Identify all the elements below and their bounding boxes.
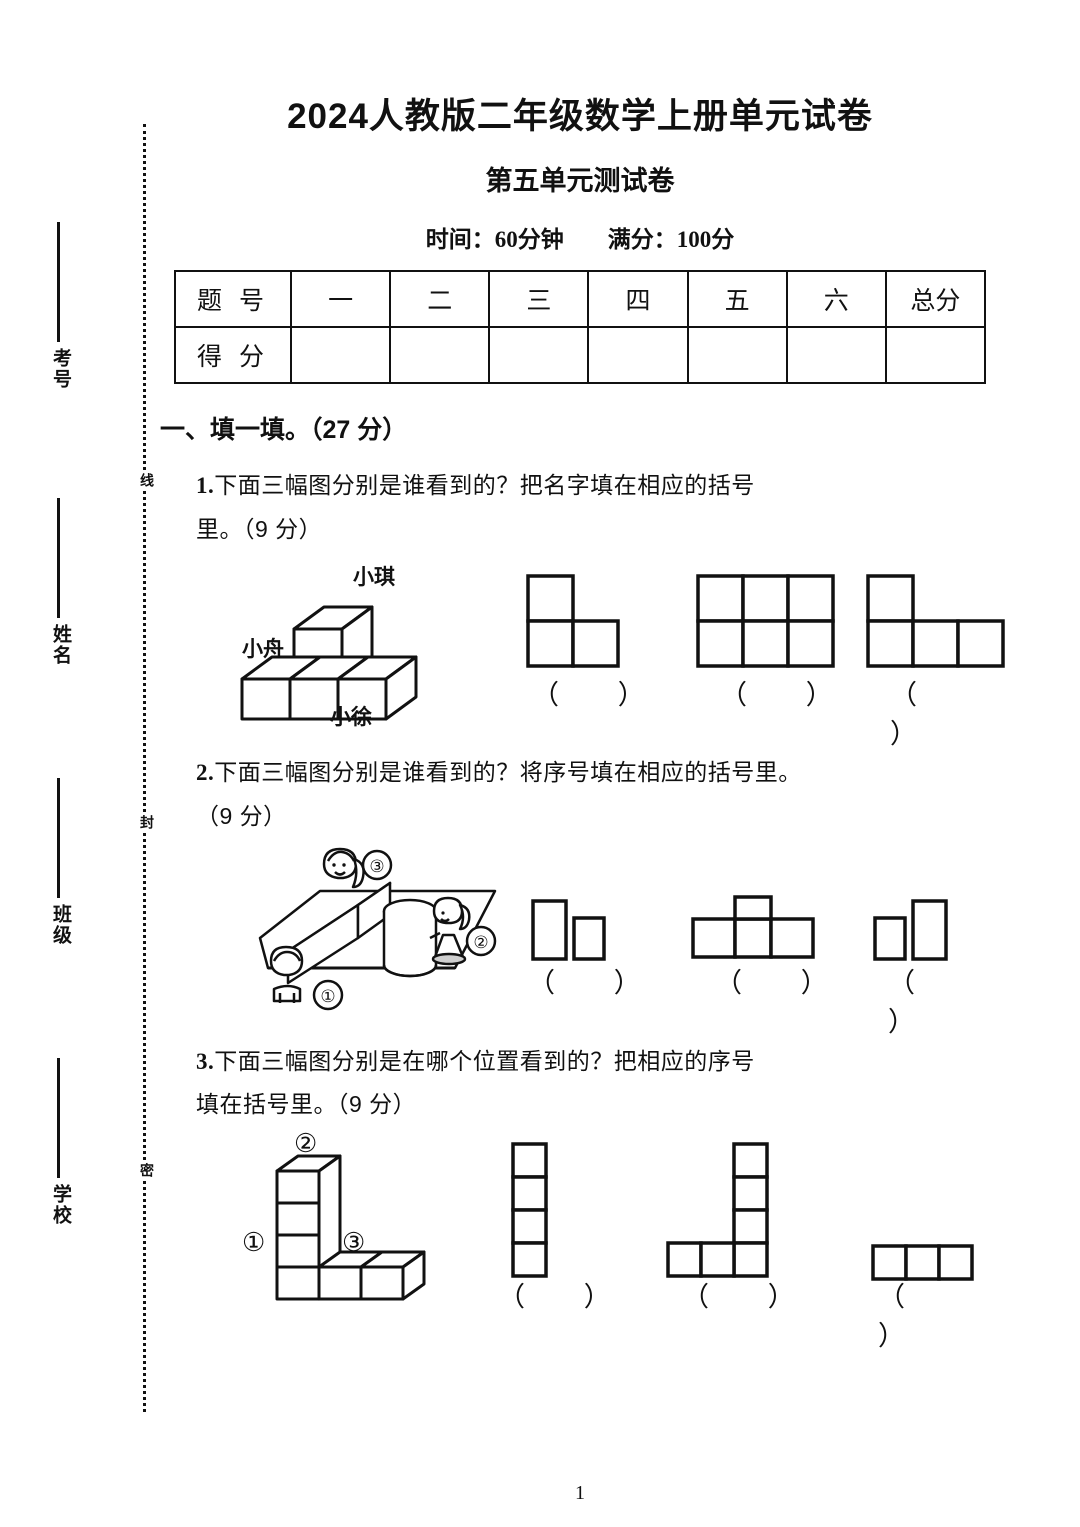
question-2-label-front: ① [320,987,335,1006]
score-col-5: 五 [686,270,788,328]
question-1-blank-c[interactable]: （ ） [890,680,943,750]
seal-char-secret: 密 [137,1160,157,1180]
question-1-label-top: 小琪 [353,566,395,590]
left-margin-strip: 考号 姓名 班级 学校 线 封 密 [0,0,160,1527]
question-3-blank-c[interactable]: （ ） [878,1282,931,1352]
margin-rule-1 [57,222,60,342]
margin-rule-2 [57,498,60,618]
exam-sheet: 2024人教版二年级数学上册单元试卷 第五单元测试卷 时间：60分钟 满分：100… [160,0,1005,1527]
question-3-blank-a[interactable]: （ ） [498,1282,637,1313]
question-2-blank-b[interactable]: （ ） [715,967,854,998]
margin-label-school: 学校 [50,1184,71,1226]
question-3-line1: 下面三幅图分别是在哪个位置看到的？把相应的序号 [214,1047,755,1074]
score-cell-3[interactable] [488,326,590,384]
question-1-label-bottom: 小徐 [330,706,372,730]
table-row-question-numbers: 题 号 一 二 三 四 五 六 总分 [174,270,987,328]
question-3-view-c [870,1243,980,1288]
exam-meta: 时间：60分钟 满分：100分 [160,220,1000,254]
question-3-line2: 填在括号里。（9 分） [196,1091,417,1118]
question-3-figures: ② ① ③ （ ） [160,1129,1000,1351]
question-2-blank-c[interactable]: （ ） [888,967,941,1037]
table-row-scores: 得 分 [174,326,987,384]
score-table-header-question: 题 号 [174,270,292,328]
question-1-number: 1. [196,473,215,498]
margin-rule-4 [57,1058,60,1178]
question-1-text: 1.下面三幅图分别是谁看到的？把名字填在相应的括号 里。（9 分） [196,464,1000,551]
question-3-blank-b[interactable]: （ ） [682,1282,821,1313]
score-cell-6[interactable] [785,326,887,384]
question-2-blank-a[interactable]: （ ） [528,967,667,998]
question-1-view-b [695,573,845,669]
question-1-view-a [525,573,629,669]
exam-time-label: 时间：60分钟 [425,227,564,252]
seal-dashed-line [143,124,146,1412]
seal-char-seal: 封 [137,812,157,832]
seal-char-line: 线 [137,470,157,490]
margin-label-exam-number: 考号 [50,348,71,390]
question-3-cube-model [232,1133,427,1303]
score-cell-1[interactable] [289,326,392,384]
question-2-label-right: ② [473,933,488,952]
question-2-figures: ③ ② ① （ ） [160,843,1000,1037]
score-cell-4[interactable] [587,326,689,384]
question-2-number: 2. [196,760,215,786]
score-cell-2[interactable] [389,326,491,384]
page-title: 2024人教版二年级数学上册单元试卷 [287,97,873,136]
question-3-view-b [665,1141,795,1291]
score-col-6: 六 [785,270,887,328]
page-subtitle: 第五单元测试卷 [485,166,675,196]
score-cell-5[interactable] [686,326,788,384]
score-col-1: 一 [289,270,392,328]
exam-total-label: 满分：100分 [607,227,735,252]
question-3-label-top: ② [294,1129,318,1159]
question-2-view-c [872,898,972,968]
question-2-scene: ③ ② ① [250,843,515,1018]
question-3-text: 3.下面三幅图分别是在哪个位置看到的？把相应的序号 填在括号里。（9 分） [196,1040,1000,1127]
question-2-line2: （9 分） [196,803,287,830]
question-3-view-a [510,1141,570,1291]
question-3-label-left: ① [242,1228,266,1258]
score-col-2: 二 [389,270,491,328]
score-table-header-score: 得 分 [174,326,292,384]
score-table: 题 号 一 二 三 四 五 六 总分 得 分 [174,270,987,384]
question-2-label-back: ③ [369,857,384,876]
section-heading-fill-in: 一、填一填。（27 分） [160,416,408,444]
question-2-line1: 下面三幅图分别是谁看到的？将序号填在相应的括号里。 [214,759,802,786]
margin-rule-3 [57,778,60,898]
question-1-line1: 下面三幅图分别是谁看到的？把名字填在相应的括号 [214,472,755,498]
score-cell-total[interactable] [884,326,987,384]
question-1-blank-a[interactable]: （ ） [532,680,671,711]
question-2-view-b [690,893,830,968]
question-1-blank-b[interactable]: （ ） [720,680,859,711]
margin-label-class: 班级 [50,904,71,946]
score-col-3: 三 [488,270,590,328]
question-2-text: 2.下面三幅图分别是谁看到的？将序号填在相应的括号里。 （9 分） [196,751,1000,838]
score-col-total: 总分 [884,270,987,328]
score-col-4: 四 [587,270,689,328]
question-2-view-a [530,898,630,968]
question-1-figures: 小琪 小舟 小徐 （ ） [160,561,1005,749]
question-3-number: 3. [196,1048,215,1074]
question-3-label-right: ③ [342,1228,366,1258]
question-1-label-left: 小舟 [242,638,284,662]
page-number: 1 [575,1482,585,1504]
question-1-line2: 里。（9 分） [196,515,323,542]
question-1-cube-model [232,569,492,729]
question-1-view-c [865,573,1015,669]
margin-label-name: 姓名 [50,624,71,666]
